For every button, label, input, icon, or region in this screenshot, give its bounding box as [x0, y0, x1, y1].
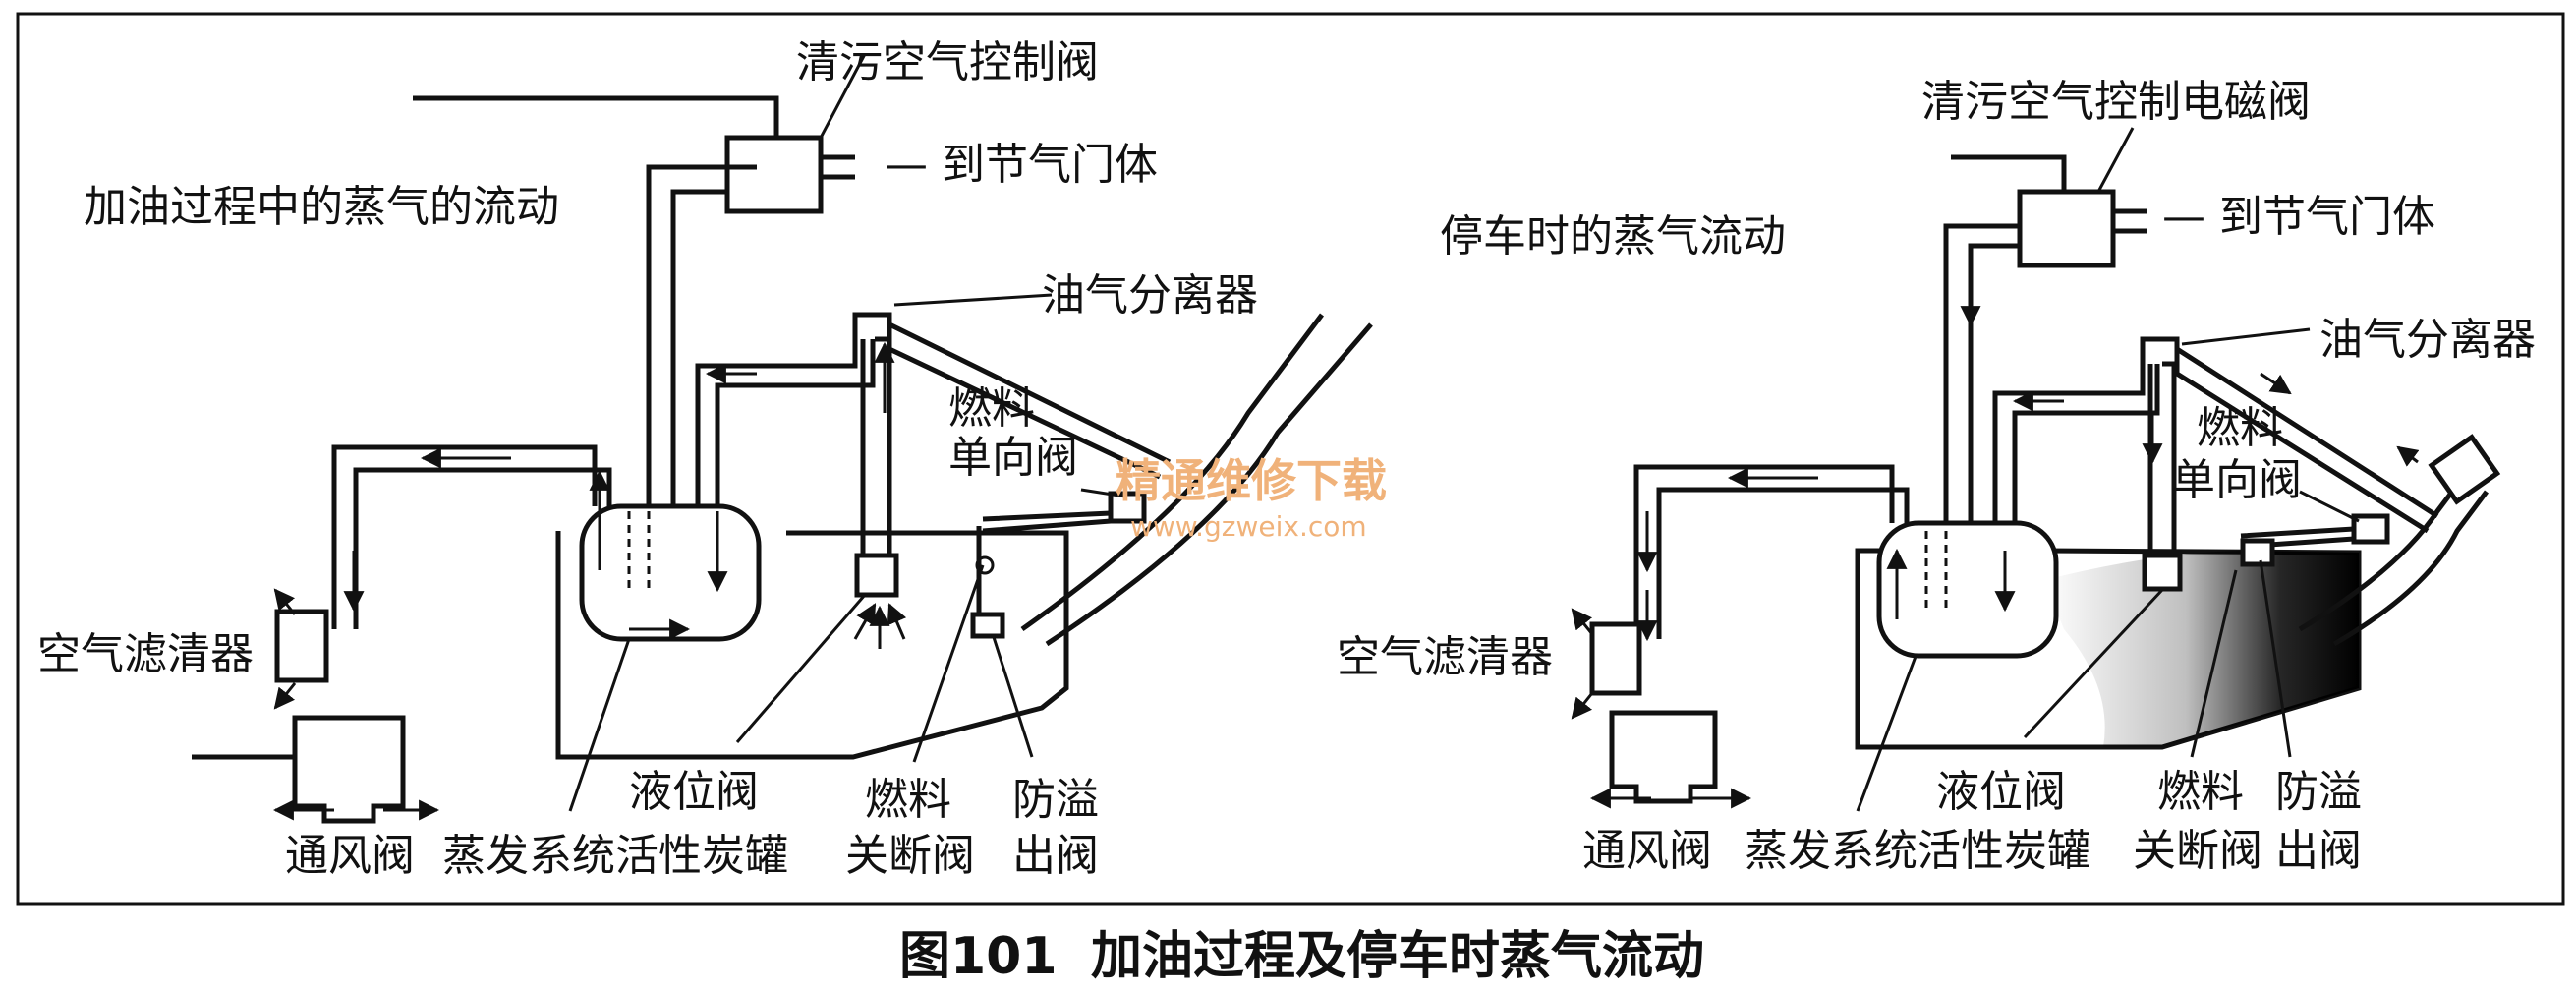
- left-cutoff-label-2: 关断阀: [845, 831, 975, 881]
- left-cutoff-label-1: 燃料: [865, 775, 951, 825]
- right-vent-valve: [1609, 710, 1718, 804]
- figure-frame: [16, 12, 2565, 906]
- left-to-throttle-label: — 到节气门体: [885, 140, 1158, 190]
- right-level-valve-label: 液位阀: [1936, 767, 2066, 817]
- right-purge-valve: [2017, 189, 2116, 268]
- right-purge-valve-label: 清污空气控制电磁阀: [1921, 77, 2311, 127]
- left-air-cleaner: [274, 609, 329, 683]
- right-separator: [2140, 336, 2439, 534]
- right-check-valve-label-1: 燃料: [2197, 403, 2283, 453]
- left-check-valve-label-2: 单向阀: [948, 433, 1078, 483]
- left-level-valve-label: 液位阀: [629, 767, 759, 817]
- left-check-valve: [1108, 491, 1147, 524]
- right-overflow-label-1: 防溢: [2275, 767, 2362, 817]
- watermark-url: www.gzweix.com: [1130, 510, 1367, 543]
- figure-number: 图101: [899, 927, 1058, 986]
- right-overflow-label-2: 出阀: [2275, 826, 2362, 876]
- left-canister: [579, 503, 762, 642]
- left-fuel-tank: [555, 530, 1069, 760]
- right-to-throttle-label: — 到节气门体: [2162, 192, 2435, 242]
- right-vent-valve-label: 通风阀: [1582, 826, 1712, 876]
- left-purge-valve: [724, 135, 824, 214]
- left-panel: 加油过程中的蒸气的流动 清污空气控制阀 — 到节气门体 油气分离器 燃料 单向阀…: [37, 37, 1373, 881]
- left-level-valve: [854, 553, 899, 598]
- right-separator-label: 油气分离器: [2319, 315, 2536, 365]
- left-canister-label: 蒸发系统活性炭罐: [442, 831, 788, 881]
- left-purge-valve-label: 清污空气控制阀: [796, 37, 1099, 88]
- right-check-valve-label-2: 单向阀: [2172, 455, 2302, 505]
- right-cutoff-label-1: 燃料: [2157, 767, 2244, 817]
- left-separator-label: 油气分离器: [1042, 270, 1258, 321]
- watermark-text: 精通维修下载: [1116, 454, 1387, 507]
- right-canister: [1876, 520, 2059, 659]
- right-filler-cap: [2428, 434, 2501, 505]
- right-air-cleaner: [1589, 621, 1642, 696]
- left-filler-neck: [1020, 313, 1373, 647]
- right-air-cleaner-label: 空气滤清器: [1337, 632, 1553, 682]
- left-air-cleaner-label: 空气滤清器: [37, 629, 254, 679]
- left-title: 加油过程中的蒸气的流动: [84, 182, 559, 232]
- figure-caption: 加油过程及停车时蒸气流动: [1091, 927, 1704, 986]
- left-vent-valve-label: 通风阀: [285, 831, 415, 881]
- right-canister-label: 蒸发系统活性炭罐: [1745, 826, 2090, 876]
- left-overflow-label-1: 防溢: [1012, 775, 1099, 825]
- right-title: 停车时的蒸气流动: [1440, 211, 1786, 262]
- left-vent-valve: [292, 715, 406, 824]
- right-filler-neck: [2298, 470, 2489, 647]
- left-check-valve-label-1: 燃料: [948, 383, 1035, 434]
- right-panel: 停车时的蒸气流动 清污空气控制电磁阀 — 到节气门体 油气分离器 燃料 单向阀 …: [1337, 77, 2536, 876]
- right-cutoff-label-2: 关断阀: [2133, 826, 2262, 876]
- right-level-valve: [2142, 553, 2183, 592]
- left-overflow-label-2: 出阀: [1012, 831, 1099, 881]
